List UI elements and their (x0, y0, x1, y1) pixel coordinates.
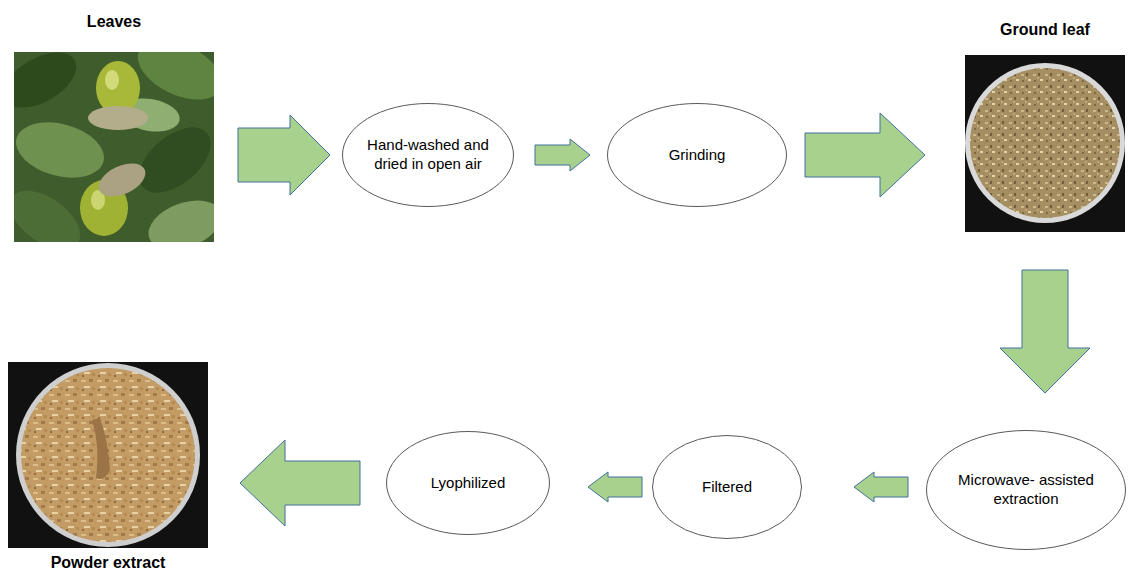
ground-material (970, 68, 1120, 218)
block-arrow (238, 115, 330, 195)
ground-leaf-photo (965, 55, 1125, 232)
petri-dish (16, 363, 200, 547)
block-arrow (535, 139, 590, 171)
step-label: Lyophilized (408, 474, 529, 493)
ellipse-border (387, 432, 550, 535)
process-ellipse: Hand-washed and dried in open air (342, 103, 514, 207)
step-label: Grinding (631, 146, 764, 165)
leaf (14, 52, 86, 119)
ellipse-border (927, 431, 1126, 550)
ellipse-border (608, 104, 787, 207)
block-arrow (805, 113, 925, 197)
photo-background (965, 55, 1125, 232)
block-arrow (1000, 270, 1090, 393)
step-label: Hand-washed and dried in open air (365, 136, 492, 174)
process-ellipse: Grinding (607, 103, 787, 207)
process-ellipse: Filtered (652, 435, 802, 539)
powder-material (21, 368, 195, 542)
powder-streak (92, 418, 110, 479)
oak-leaves-photo (14, 52, 214, 242)
photo-panel: Ground leaf (965, 55, 1125, 232)
photo-heading: Powder extract (51, 553, 166, 572)
acorn-highlight (105, 70, 119, 90)
photo-panel: Powder extract (8, 362, 208, 548)
photo-heading: Leaves (87, 12, 141, 31)
block-arrow (240, 440, 360, 526)
acorn-cup (93, 157, 150, 204)
process-ellipse: Lyophilized (386, 431, 550, 535)
leaf (142, 191, 214, 242)
block-arrow (854, 472, 908, 502)
process-ellipse: Microwave- assisted extraction (926, 430, 1126, 550)
leaf (14, 179, 90, 242)
photo-heading: Ground leaf (1000, 20, 1090, 39)
block-arrow (588, 472, 642, 502)
step-label: Microwave- assisted extraction (952, 471, 1100, 509)
acorn-cup (88, 106, 148, 130)
powder-extract-photo (8, 362, 208, 548)
ellipse-border (653, 436, 802, 539)
petri-dish (965, 63, 1125, 223)
ellipse-border (343, 104, 514, 207)
step-label: Filtered (672, 478, 783, 497)
photo-background (8, 362, 208, 548)
photo-panel: Leaves (14, 52, 214, 242)
